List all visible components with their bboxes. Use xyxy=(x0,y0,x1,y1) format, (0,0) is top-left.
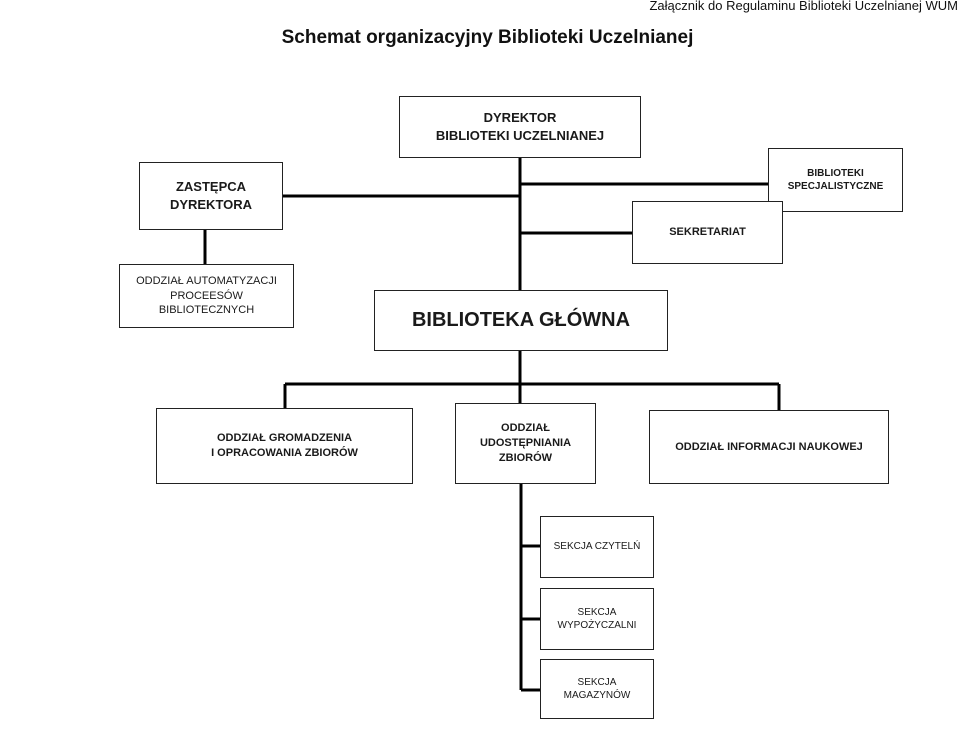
node-lending-line2: WYPOŻYCZALNI xyxy=(557,620,637,631)
node-secretariat: SEKRETARIAT xyxy=(632,201,783,264)
node-information-label: ODDZIAŁ INFORMACJI NAUKOWEJ xyxy=(675,440,863,453)
node-director-line2: BIBLIOTEKI UCZELNIANEJ xyxy=(435,128,605,143)
node-deputy-line1: ZASTĘPCA xyxy=(175,179,247,195)
node-main-library-label: BIBLIOTEKA GŁÓWNA xyxy=(411,309,631,331)
node-acquisition: ODDZIAŁ GROMADZENIA I OPRACOWANIA ZBIORÓ… xyxy=(156,408,413,484)
node-specialist-libraries: BIBLIOTEKI SPECJALISTYCZNE xyxy=(768,148,903,212)
node-director: DYREKTOR BIBLIOTEKI UCZELNIANEJ xyxy=(399,96,641,158)
node-main-library: BIBLIOTEKA GŁÓWNA xyxy=(374,290,668,351)
node-automation: ODDZIAŁ AUTOMATYZACJI PROCEESÓW BIBLIOTE… xyxy=(119,264,294,328)
node-access-line3: ZBIORÓW xyxy=(498,451,553,464)
node-reading-label: SEKCJA CZYTELŃ xyxy=(553,541,641,553)
node-access-line2: UDOSTĘPNIANIA xyxy=(479,437,572,450)
node-storage: SEKCJA MAGAZYNÓW xyxy=(540,659,654,719)
node-reading-rooms: SEKCJA CZYTELŃ xyxy=(540,516,654,578)
annex-note: Załącznik do Regulaminu Biblioteki Uczel… xyxy=(649,0,958,13)
node-automation-line1: ODDZIAŁ AUTOMATYZACJI xyxy=(136,274,277,287)
node-access: ODDZIAŁ UDOSTĘPNIANIA ZBIORÓW xyxy=(455,403,596,484)
node-acquisition-line1: ODDZIAŁ GROMADZENIA xyxy=(216,432,353,445)
node-deputy-line2: DYREKTORA xyxy=(169,197,253,212)
node-specialist-line1: BIBLIOTEKI xyxy=(807,167,864,179)
node-acquisition-line2: I OPRACOWANIA ZBIORÓW xyxy=(211,447,358,459)
page-title: Schemat organizacyjny Biblioteki Uczelni… xyxy=(281,27,694,48)
node-storage-line1: SEKCJA xyxy=(577,676,617,688)
node-information: ODDZIAŁ INFORMACJI NAUKOWEJ xyxy=(649,410,889,484)
node-storage-line2: MAGAZYNÓW xyxy=(563,690,631,701)
node-secretariat-label: SEKRETARIAT xyxy=(669,226,746,239)
node-deputy: ZASTĘPCA DYREKTORA xyxy=(139,162,283,230)
node-lending: SEKCJA WYPOŻYCZALNI xyxy=(540,588,654,650)
node-lending-line1: SEKCJA xyxy=(577,606,617,618)
node-automation-line2: PROCEESÓW xyxy=(170,289,243,302)
node-automation-line3: BIBLIOTECZNYCH xyxy=(158,304,255,317)
node-director-line1: DYREKTOR xyxy=(483,110,557,126)
node-specialist-line2: SPECJALISTYCZNE xyxy=(787,181,884,192)
node-access-line1: ODDZIAŁ xyxy=(501,422,550,435)
